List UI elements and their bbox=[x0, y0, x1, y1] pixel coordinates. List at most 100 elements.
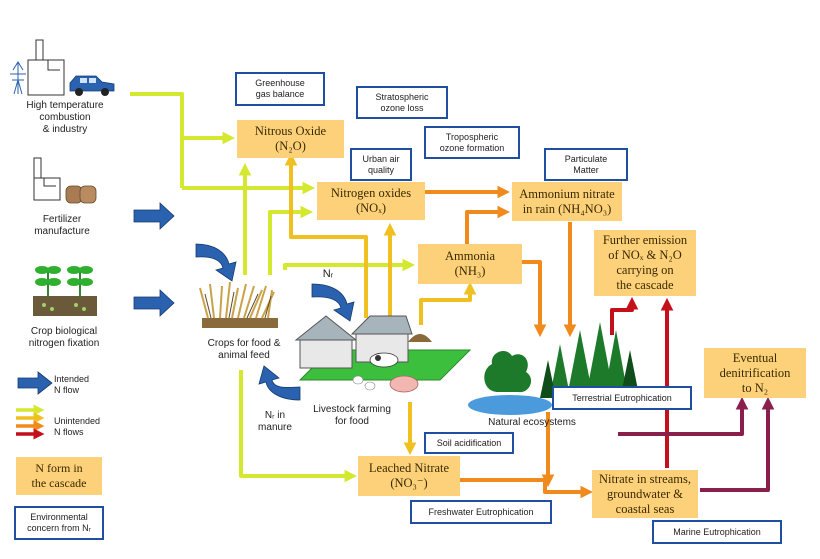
legend-unintended-line2: N flows bbox=[54, 427, 84, 437]
intended-arrow-to-crops bbox=[195, 243, 237, 282]
livestock-farm-icon bbox=[294, 315, 472, 393]
particulate-line2: Matter bbox=[573, 164, 599, 175]
further-emission-line2: of NOₓ & N₂O bbox=[608, 248, 682, 262]
greenhouse-line2: gas balance bbox=[255, 89, 305, 99]
ammonium-nitrate-name: Ammonium nitrate bbox=[519, 186, 615, 201]
fixation-line1: Crop biological bbox=[30, 326, 98, 337]
ammonium-nitrate-formula: in rain (NH₄NO₃) bbox=[522, 201, 612, 216]
arrow-ammonia-to-ecosystems bbox=[522, 260, 547, 338]
nitrogen-oxides-formula: (NOₓ) bbox=[355, 201, 386, 215]
denitrification-line1: Eventual bbox=[732, 350, 778, 365]
livestock-label: Livestock farming for food bbox=[300, 404, 404, 428]
fertilizer-line1: Fertilizer bbox=[42, 214, 82, 225]
greenhouse-line1: Greenhouse bbox=[255, 78, 305, 88]
concern-freshwater: Freshwater Eutrophication bbox=[410, 500, 552, 524]
nform-nitrogen-oxides: Nitrogen oxides(NOₓ) bbox=[317, 182, 425, 220]
further-emission-line1: Further emission bbox=[602, 233, 688, 247]
intended-arrow-fixation bbox=[133, 289, 175, 317]
arrow-crops-to-ammonia bbox=[283, 258, 416, 272]
legend-unintended-line1: Unintended bbox=[54, 416, 101, 426]
legend-intended-line2: N flow bbox=[54, 385, 80, 395]
legume-plants-icon bbox=[33, 266, 97, 316]
arrow-ecosystems-to-denitrification bbox=[618, 396, 749, 436]
concern-soil: Soil acidification bbox=[424, 432, 514, 454]
nform-leached-nitrate: Leached Nitrate(NO₃⁻) bbox=[358, 456, 460, 496]
leached-nitrate-formula: (NO₃⁻) bbox=[390, 476, 428, 490]
tropospheric-line2: ozone formation bbox=[439, 142, 505, 153]
further-emission-line3: carrying on bbox=[616, 263, 674, 277]
legend-unintended-label: Unintended N flows bbox=[54, 416, 124, 438]
nr-manure-label: Nᵣ in manure bbox=[250, 410, 300, 434]
fixation-line2: nitrogen fixation bbox=[28, 338, 100, 349]
intended-arrow-manure-to-crops bbox=[258, 365, 301, 401]
further-emission-line4: the cascade bbox=[616, 278, 674, 292]
ammonia-formula: (NH₃) bbox=[454, 264, 486, 278]
fertilizer-bags-icon bbox=[65, 185, 97, 204]
ammonia-name: Ammonia bbox=[445, 249, 495, 263]
nitrogen-oxides-name: Nitrogen oxides bbox=[330, 186, 412, 200]
arrow-livestock-to-n2o bbox=[284, 152, 368, 318]
source-fixation-label: Crop biological nitrogen fixation bbox=[8, 326, 120, 350]
arrow-crops-to-leached bbox=[239, 370, 358, 483]
tropospheric-line1: Tropospheric bbox=[445, 131, 499, 142]
nitrous-oxide-formula: (N₂O) bbox=[275, 139, 306, 153]
car-icon bbox=[69, 75, 115, 96]
soil-text: Soil acidification bbox=[436, 437, 502, 448]
nform-nitrous-oxide: Nitrous Oxide(N₂O) bbox=[237, 120, 344, 158]
terrestrial-text: Terrestrial Eutrophication bbox=[572, 392, 672, 403]
nr-manure-line1: Nᵣ in bbox=[264, 410, 286, 421]
stratospheric-line1: Stratospheric bbox=[375, 91, 429, 102]
combustion-line2: combustion bbox=[39, 112, 91, 123]
combustion-line3: & industry bbox=[42, 124, 88, 135]
power-pylon-icon bbox=[10, 61, 26, 95]
legend-intended-label: Intended N flow bbox=[54, 374, 124, 396]
nform-nitrate-streams: Nitrate in streams,groundwater &coastal … bbox=[592, 470, 698, 518]
nr-manure-line2: manure bbox=[258, 422, 292, 433]
arrow-livestock-to-ammonia bbox=[419, 281, 477, 325]
arrow-ammonia-to-ammonium bbox=[465, 205, 511, 250]
livestock-line1: Livestock farming bbox=[313, 404, 391, 415]
crops-sheaf-icon bbox=[199, 281, 278, 328]
ecosystems-label: Natural ecosystems bbox=[488, 417, 576, 428]
nitrate-streams-line1: Nitrate in streams, bbox=[599, 471, 691, 486]
livestock-line2: for food bbox=[335, 416, 369, 427]
concern-marine: Marine Eutrophication bbox=[652, 520, 782, 544]
denitrification-line3: to N₂ bbox=[741, 380, 769, 395]
intended-arrow-fertilizer bbox=[133, 202, 175, 230]
crops-line1: Crops for food & bbox=[207, 338, 281, 349]
arrow-ecosystems-to-further bbox=[610, 296, 639, 335]
source-combustion-label: High temperature combustion & industry bbox=[10, 100, 120, 136]
arrow-streams-to-denitrification bbox=[700, 396, 775, 492]
factory-icon bbox=[27, 39, 65, 96]
particulate-line1: Particulate bbox=[564, 153, 608, 164]
nitrate-streams-line3: coastal seas bbox=[615, 501, 675, 516]
fertilizer-factory-icon bbox=[33, 157, 61, 201]
nr-top-label: Nᵣ bbox=[322, 268, 334, 280]
nitrate-streams-line2: groundwater & bbox=[606, 486, 684, 501]
legend-concern-line2: concern from Nᵣ bbox=[27, 523, 91, 533]
legend-intended-arrow-icon bbox=[17, 371, 53, 395]
legend-nform-line2: the cascade bbox=[31, 476, 87, 490]
denitrification-line2: denitrification bbox=[719, 365, 791, 380]
nform-ammonia: Ammonia(NH₃) bbox=[418, 244, 522, 284]
fertilizer-line2: manufacture bbox=[34, 226, 90, 237]
nitrous-oxide-name: Nitrous Oxide bbox=[254, 124, 327, 138]
legend-intended-line1: Intended bbox=[54, 374, 90, 384]
urban-air-line2: quality bbox=[367, 164, 394, 175]
legend-concern-line1: Environmental bbox=[30, 512, 88, 522]
crops-line2: animal feed bbox=[218, 350, 270, 361]
arrow-leached-to-streams bbox=[460, 478, 594, 499]
concern-terrestrial: Terrestrial Eutrophication bbox=[552, 386, 692, 410]
stratospheric-line2: ozone loss bbox=[380, 102, 424, 113]
